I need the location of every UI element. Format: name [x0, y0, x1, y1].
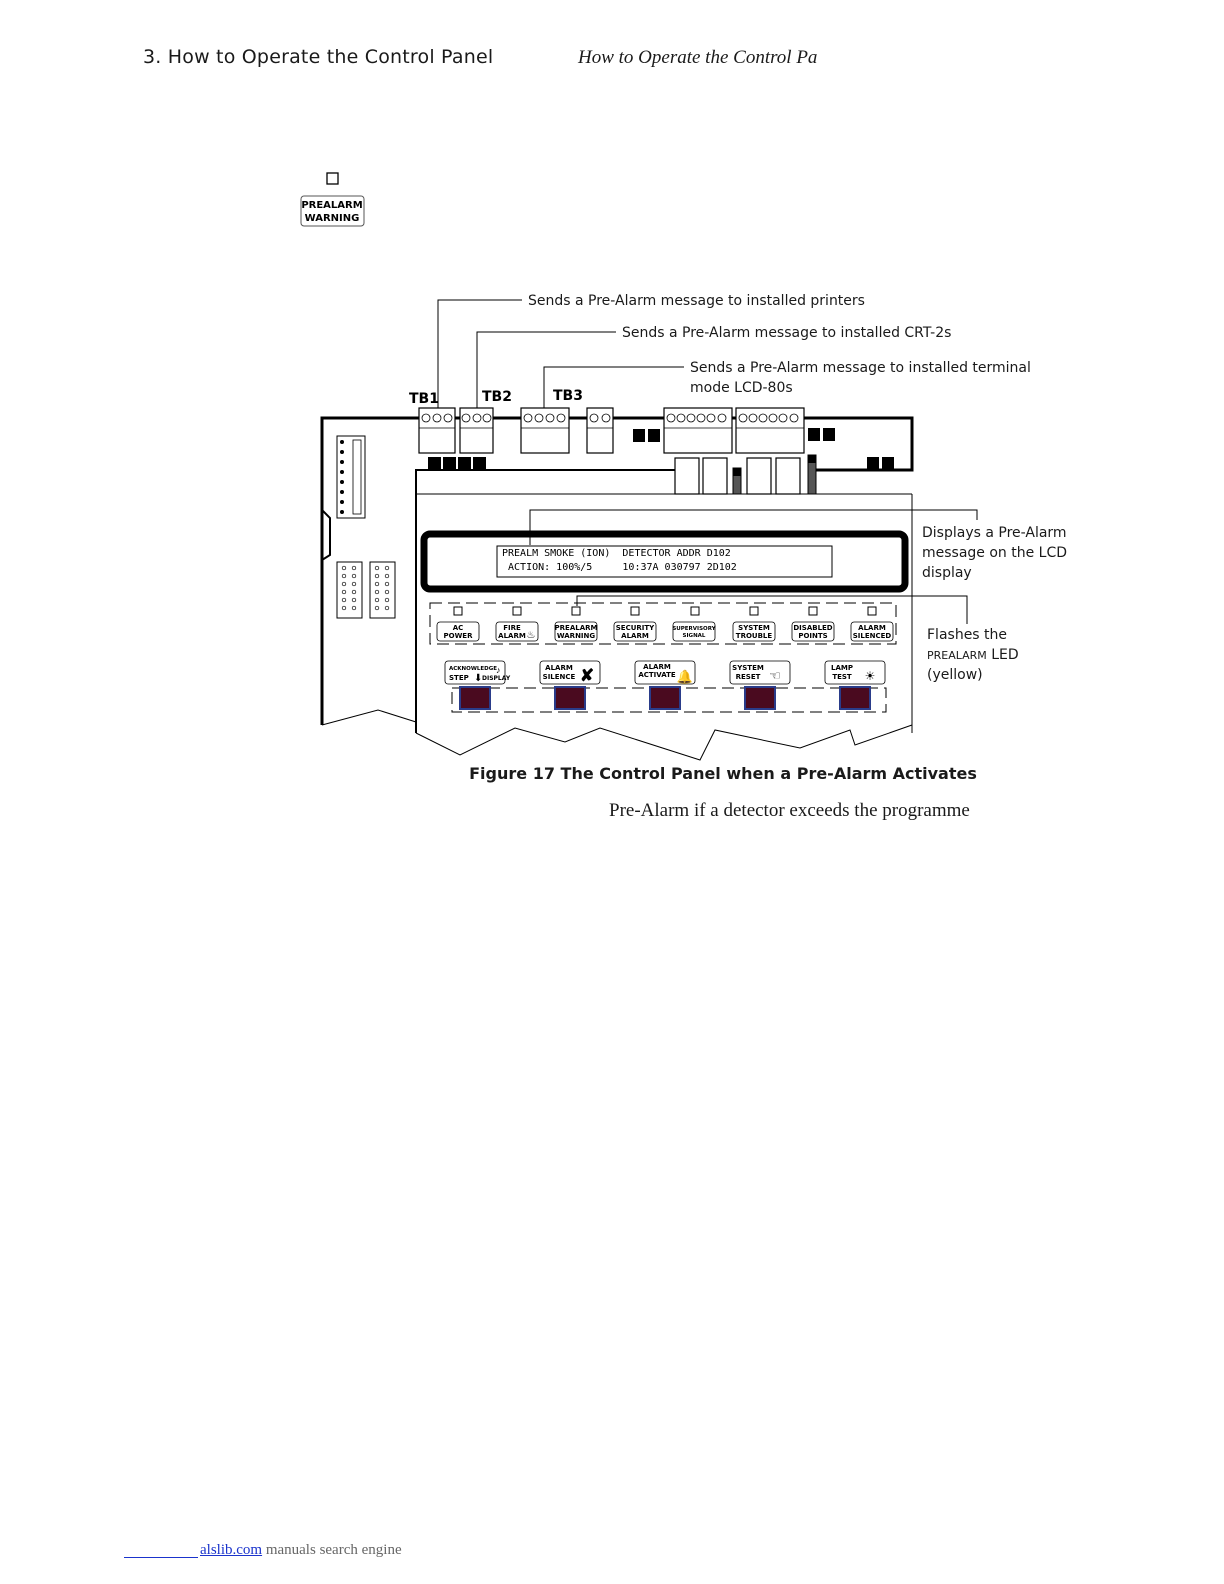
- pointing-hand-icon: ☜: [769, 668, 781, 683]
- lcd-row-2: ACTION: 100%/5 10:37A 030797 2D102: [502, 562, 737, 573]
- indicator-system-trouble-l1: SYSTEM: [738, 624, 770, 632]
- key-acknowledge-l2: STEP: [449, 674, 469, 682]
- callout-lcd-line1: Displays a Pre-Alarm: [922, 525, 1067, 541]
- key-lamp-test-l2: TEST: [832, 673, 852, 681]
- indicator-system-trouble-l2: TROUBLE: [736, 632, 773, 640]
- indicator-fire-alarm-l2: ALARM: [498, 632, 526, 640]
- alarm-silence-button[interactable]: [554, 686, 586, 710]
- callout-led-small: PREALARM: [927, 649, 987, 662]
- key-alarm-activate-l1: ALARM: [643, 663, 671, 671]
- footer-text: manuals search engine: [265, 1542, 402, 1558]
- callout-lcd-line2: message on the LCD: [922, 545, 1067, 561]
- lcd-row-1: PREALM SMOKE (ION) DETECTOR ADDR D102: [502, 548, 731, 559]
- prealarm-indicator-line1: PREALARM: [301, 200, 362, 211]
- callout-led-line3: (yellow): [927, 667, 983, 683]
- footer: alslib.com manuals search engine: [124, 1542, 402, 1559]
- indicator-alarm-silenced-l2: SILENCED: [853, 632, 892, 640]
- music-note-icon: ♪: [496, 665, 501, 675]
- callout-printers: Sends a Pre-Alarm message to installed p…: [528, 293, 865, 309]
- arrow-down-icon: ⬇: [474, 673, 482, 684]
- callout-led-line1: Flashes the: [927, 627, 1007, 643]
- callout-lcd80-line1: Sends a Pre-Alarm message to installed t…: [690, 360, 1031, 376]
- indicator-fire-alarm-l1: FIRE: [503, 624, 521, 632]
- bell-icon: 🔔: [677, 669, 693, 684]
- indicator-disabled-points-l1: DISABLED: [793, 624, 832, 632]
- terminal-tb2: TB2: [482, 389, 512, 405]
- callout-led-line2: PREALARM LED: [927, 647, 1019, 663]
- key-system-reset-l1: SYSTEM: [732, 664, 764, 672]
- key-system-reset-l2: RESET: [736, 673, 761, 681]
- figure-caption: Figure 17 The Control Panel when a Pre-A…: [469, 764, 977, 783]
- alarm-activate-button[interactable]: [649, 686, 681, 710]
- key-acknowledge-l3: DISPLAY: [482, 675, 511, 682]
- callout-led-rest: LED: [987, 647, 1019, 663]
- section-title: 3. How to Operate the Control Panel: [143, 46, 494, 68]
- flame-icon: ♨: [527, 630, 536, 641]
- key-alarm-activate-l2: ACTIVATE: [638, 671, 676, 679]
- prealarm-indicator-line2: WARNING: [305, 213, 360, 224]
- running-title: How to Operate the Control Pa: [578, 47, 818, 68]
- indicator-security-l1: SECURITY: [616, 624, 655, 632]
- lamp-icon: ☀: [865, 669, 876, 683]
- indicator-alarm-silenced-l1: ALARM: [858, 624, 886, 632]
- body-text: Pre-Alarm if a detector exceeds the prog…: [609, 800, 970, 821]
- lamp-test-button[interactable]: [839, 686, 871, 710]
- indicator-supervisory-l2: SIGNAL: [683, 633, 706, 639]
- key-alarm-silence-l1: ALARM: [545, 664, 573, 672]
- terminal-tb1: TB1: [409, 391, 439, 407]
- callout-lcd-line3: display: [922, 565, 972, 581]
- footer-link[interactable]: alslib.com: [200, 1542, 263, 1558]
- key-lamp-test-l1: LAMP: [831, 664, 853, 672]
- key-alarm-silence-l2: SILENCE: [543, 673, 576, 681]
- footer-rule: [124, 1557, 198, 1558]
- indicator-disabled-points-l2: POINTS: [798, 632, 827, 640]
- callout-crt: Sends a Pre-Alarm message to installed C…: [622, 325, 951, 341]
- acknowledge-step-button[interactable]: [459, 686, 491, 710]
- prealarm-indicator: PREALARM WARNING: [300, 172, 365, 227]
- indicator-prealarm-l2: WARNING: [557, 632, 596, 640]
- indicator-prealarm-l1: PREALARM: [555, 624, 598, 632]
- terminal-tb3: TB3: [553, 388, 583, 404]
- indicator-supervisory-l1: SUPERVISORY: [672, 626, 716, 632]
- indicator-security-l2: ALARM: [621, 632, 649, 640]
- indicator-ac-power-l1: AC: [453, 624, 464, 632]
- silence-cross-icon: ✘: [580, 666, 594, 685]
- indicator-ac-power-l2: POWER: [444, 632, 474, 640]
- key-acknowledge-l1: ACKNOWLEDGE: [449, 666, 497, 672]
- system-reset-button[interactable]: [744, 686, 776, 710]
- callout-lcd80-line2: mode LCD-80s: [690, 380, 793, 396]
